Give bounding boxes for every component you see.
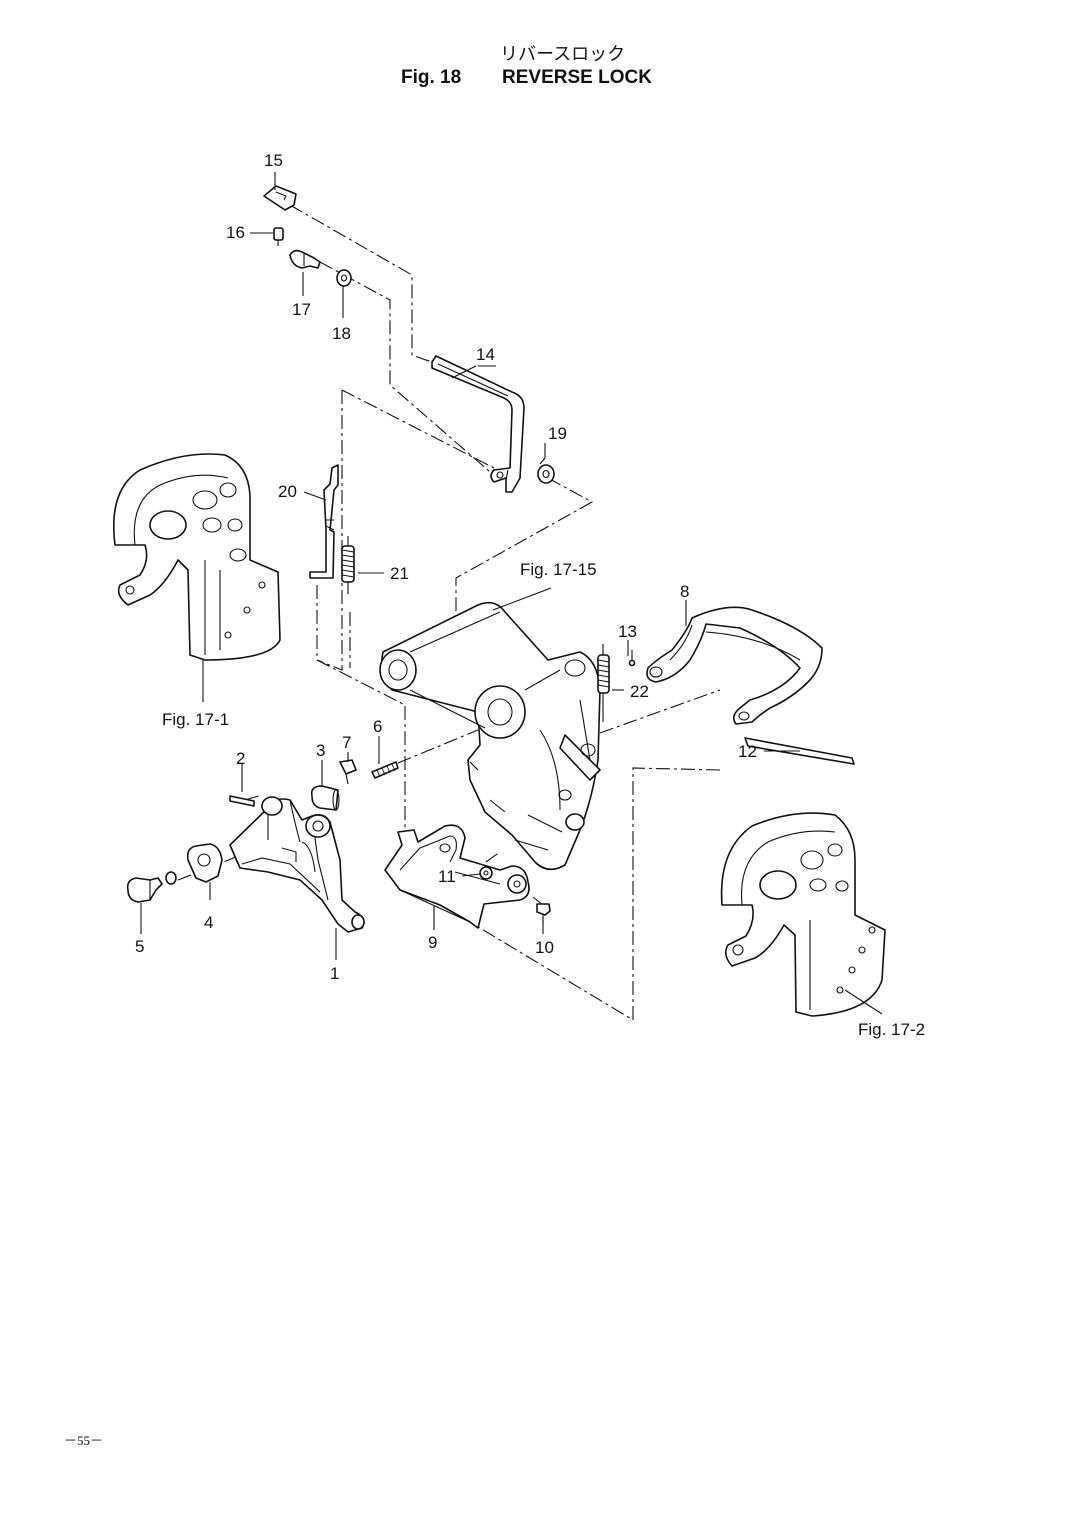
diagram-title: REVERSE LOCK [502, 67, 652, 88]
label-part-6: 6 [373, 717, 382, 736]
label-part-22: 22 [630, 682, 649, 701]
label-part-13: 13 [618, 622, 637, 641]
figure-number: Fig. 18 [401, 67, 461, 88]
label-part-9: 9 [428, 933, 437, 952]
figure-reference-17-2: Fig. 17-2 [858, 1020, 925, 1039]
part-17-bolt [289, 249, 321, 269]
part-22-spring [597, 644, 610, 712]
part-6-spring [371, 761, 399, 779]
part-16-nut [273, 227, 284, 246]
label-part-12: 12 [738, 742, 757, 761]
label-part-21: 21 [390, 564, 409, 583]
part-19-washer [537, 464, 555, 484]
part-14-lever [431, 355, 525, 493]
clamp-bracket-right [720, 812, 886, 1017]
part-4-plate [186, 843, 223, 883]
part-8-lever [646, 606, 823, 725]
label-part-10: 10 [535, 938, 554, 957]
clamp-bracket-left [112, 453, 281, 661]
figure-reference-17-15: Fig. 17-15 [520, 560, 597, 579]
part-2-pin [229, 795, 255, 807]
part-13-cotter-pin [628, 650, 636, 667]
page-number: －55－ [64, 1433, 103, 1448]
label-part-15: 15 [264, 151, 283, 170]
leader-lines [140, 172, 883, 1015]
part-3-collar [310, 785, 340, 811]
part-18-washer [336, 269, 352, 287]
label-part-1: 1 [330, 964, 339, 983]
label-part-5: 5 [135, 937, 144, 956]
part-20-rod [309, 464, 339, 579]
label-part-17: 17 [292, 300, 311, 319]
label-part-14: 14 [476, 345, 495, 364]
part-11-nut [479, 866, 493, 880]
label-part-7: 7 [342, 733, 351, 752]
part-7-nut [339, 759, 357, 785]
label-part-19: 19 [548, 424, 567, 443]
label-part-2: 2 [236, 749, 245, 768]
japanese-title: リバースロック [500, 44, 625, 65]
label-part-16: 16 [226, 223, 245, 242]
figure-reference-17-1: Fig. 17-1 [162, 710, 229, 729]
part-number-labels: 1 2 3 4 5 6 7 8 9 10 11 12 13 14 15 16 1… [135, 151, 757, 983]
label-part-8: 8 [680, 582, 689, 601]
part-1-reverse-lock-hook [229, 796, 365, 933]
label-part-4: 4 [204, 913, 213, 932]
label-part-18: 18 [332, 324, 351, 343]
part-9-lock-bracket [384, 824, 530, 929]
part-5-bolt [126, 871, 177, 903]
label-part-20: 20 [278, 482, 297, 501]
label-part-11: 11 [438, 867, 456, 886]
label-part-3: 3 [316, 741, 325, 760]
part-21-spring [341, 536, 355, 594]
swivel-bracket-body [379, 601, 601, 871]
part-15-plate [263, 185, 297, 211]
